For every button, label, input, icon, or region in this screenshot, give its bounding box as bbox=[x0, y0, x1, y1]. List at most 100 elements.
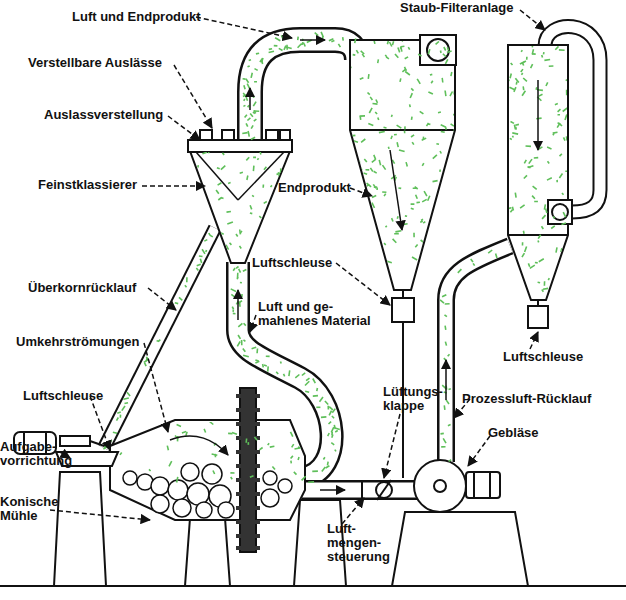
particle bbox=[515, 78, 518, 82]
particle bbox=[412, 142, 414, 145]
particle bbox=[243, 78, 246, 80]
particle bbox=[548, 278, 549, 280]
particle bbox=[386, 261, 391, 263]
particle bbox=[354, 226, 359, 229]
particle bbox=[231, 289, 236, 292]
particle bbox=[236, 267, 238, 269]
particle bbox=[422, 137, 424, 140]
particle bbox=[117, 412, 120, 413]
particle bbox=[312, 470, 318, 472]
particle-group bbox=[188, 148, 294, 264]
particle bbox=[514, 193, 516, 198]
particle bbox=[331, 41, 334, 42]
particle bbox=[247, 118, 250, 121]
particle bbox=[231, 294, 235, 297]
particle bbox=[534, 157, 538, 159]
particle bbox=[215, 233, 219, 235]
callout-label: Endprodukt bbox=[278, 181, 368, 195]
particle bbox=[191, 189, 193, 194]
particle bbox=[548, 161, 550, 163]
particle bbox=[568, 185, 570, 189]
particle bbox=[396, 216, 398, 219]
particle bbox=[395, 231, 401, 232]
particle bbox=[541, 55, 543, 58]
particle bbox=[243, 270, 246, 272]
particle bbox=[410, 93, 412, 98]
particle bbox=[197, 264, 201, 266]
particle bbox=[562, 289, 563, 291]
particle bbox=[375, 112, 377, 114]
particle bbox=[558, 114, 561, 116]
particle bbox=[377, 59, 379, 63]
leader-lines bbox=[50, 10, 545, 524]
particle bbox=[443, 405, 445, 410]
callout-label: Luftschleuse bbox=[503, 350, 593, 364]
particle bbox=[308, 481, 314, 483]
particle bbox=[416, 195, 418, 199]
flow-arrows bbox=[170, 40, 538, 490]
particle bbox=[252, 195, 254, 196]
particle bbox=[248, 105, 249, 107]
particle bbox=[557, 123, 560, 128]
particle bbox=[295, 448, 300, 449]
particle bbox=[256, 349, 258, 354]
particle bbox=[532, 196, 535, 199]
particle bbox=[250, 476, 254, 478]
particle bbox=[444, 326, 446, 330]
particle bbox=[109, 438, 114, 440]
particle bbox=[522, 61, 526, 63]
particle bbox=[332, 435, 333, 438]
particle bbox=[400, 47, 402, 48]
particle bbox=[368, 124, 373, 126]
particle-group bbox=[348, 39, 457, 293]
particle bbox=[241, 340, 243, 345]
particle bbox=[238, 335, 240, 339]
particle bbox=[204, 429, 206, 433]
particle bbox=[546, 209, 547, 213]
particle bbox=[243, 349, 246, 352]
particle bbox=[560, 154, 562, 156]
particle bbox=[511, 258, 514, 261]
particle bbox=[253, 166, 255, 172]
particle bbox=[558, 109, 561, 112]
particle bbox=[445, 303, 450, 305]
particle bbox=[422, 244, 424, 246]
particle bbox=[302, 373, 305, 376]
particle bbox=[348, 219, 353, 222]
particle bbox=[406, 162, 407, 166]
particle bbox=[254, 437, 257, 440]
particle bbox=[415, 245, 417, 248]
particle bbox=[566, 80, 571, 83]
particle bbox=[449, 182, 453, 184]
particle bbox=[539, 259, 544, 262]
particle bbox=[262, 185, 264, 188]
particle bbox=[372, 196, 376, 198]
particle bbox=[445, 242, 448, 247]
particle bbox=[382, 191, 386, 193]
particle bbox=[205, 196, 206, 198]
particle bbox=[232, 433, 237, 435]
particle bbox=[428, 123, 431, 125]
particle bbox=[275, 150, 278, 151]
callout-label: Luftschleuse bbox=[252, 256, 342, 270]
particle bbox=[355, 39, 356, 44]
particle bbox=[266, 355, 270, 357]
particle bbox=[445, 210, 448, 213]
particle bbox=[315, 33, 319, 36]
particle bbox=[182, 432, 186, 433]
particle bbox=[326, 466, 330, 468]
particle bbox=[384, 194, 386, 197]
particle bbox=[453, 91, 455, 95]
particle bbox=[421, 240, 425, 243]
particle bbox=[561, 248, 562, 252]
particle bbox=[445, 315, 447, 317]
particle bbox=[245, 439, 247, 443]
particle bbox=[237, 342, 240, 347]
particle bbox=[417, 79, 420, 84]
particle bbox=[335, 431, 338, 433]
particle bbox=[350, 64, 352, 68]
particle bbox=[370, 168, 372, 172]
particle bbox=[411, 203, 415, 205]
particle bbox=[199, 255, 203, 257]
particle bbox=[280, 361, 282, 363]
